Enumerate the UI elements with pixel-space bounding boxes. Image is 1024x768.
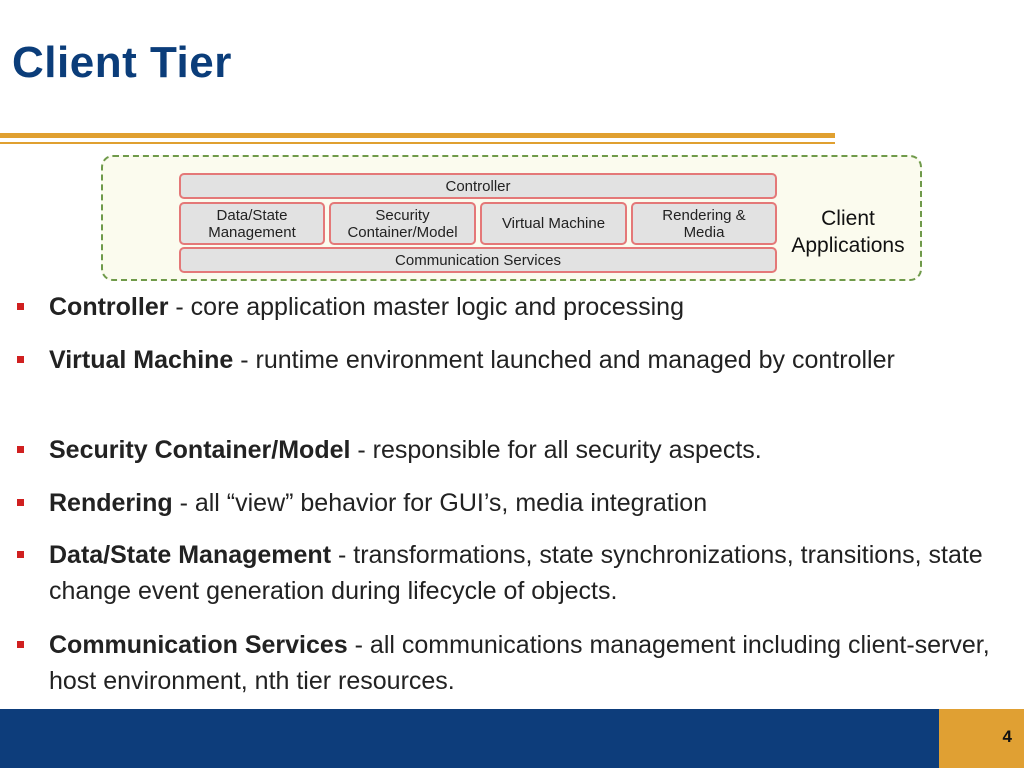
slide-title: Client Tier bbox=[12, 38, 232, 87]
bullet-desc: - runtime environment launched and manag… bbox=[233, 346, 895, 374]
rendering-box: Rendering &Media bbox=[631, 202, 777, 245]
footer-bar bbox=[0, 709, 939, 768]
bullet-desc: - all “view” behavior for GUI’s, media i… bbox=[172, 489, 708, 517]
controller-box-label: Controller bbox=[445, 177, 511, 195]
title-rule-thick bbox=[0, 133, 835, 138]
controller-box: Controller bbox=[179, 173, 777, 199]
virtual-machine-box: Virtual Machine bbox=[480, 202, 627, 245]
bullet-marker bbox=[17, 356, 24, 363]
bullet-desc: - responsible for all security aspects. bbox=[350, 436, 762, 464]
bullet-marker bbox=[17, 641, 24, 648]
bullet-term: Data/State Management bbox=[49, 541, 332, 569]
bullet-controller: Controller - core application master log… bbox=[17, 289, 999, 325]
bullet-data-state: Data/State Management - transformations,… bbox=[17, 537, 999, 609]
title-rule-thin bbox=[0, 142, 835, 144]
bullet-marker bbox=[17, 499, 24, 506]
bullet-marker bbox=[17, 446, 24, 453]
page-number: 4 bbox=[1002, 727, 1012, 746]
bullet-communication: Communication Services - all communicati… bbox=[17, 627, 999, 699]
bullet-marker bbox=[17, 303, 24, 310]
bullet-virtual-machine: Virtual Machine - runtime environment la… bbox=[17, 342, 999, 378]
bullet-term: Rendering bbox=[49, 489, 173, 517]
bullet-security: Security Container/Model - responsible f… bbox=[17, 432, 999, 468]
bullet-desc: - all communications management includin… bbox=[49, 631, 990, 695]
footer-accent: 4 bbox=[939, 709, 1024, 768]
communication-box: Communication Services bbox=[179, 247, 777, 273]
bullet-term: Controller bbox=[49, 293, 169, 321]
bullet-desc: - transformations, state synchronization… bbox=[49, 541, 983, 605]
bullet-term: Security Container/Model bbox=[49, 436, 351, 464]
bullet-term: Communication Services bbox=[49, 631, 348, 659]
rendering-box-label: Rendering &Media bbox=[662, 206, 746, 241]
bullet-desc: - core application master logic and proc… bbox=[168, 293, 684, 321]
communication-box-label: Communication Services bbox=[395, 251, 561, 269]
bullet-term: Virtual Machine bbox=[49, 346, 234, 374]
bullet-marker bbox=[17, 551, 24, 558]
bullet-rendering: Rendering - all “view” behavior for GUI’… bbox=[17, 485, 999, 521]
virtual-machine-box-label: Virtual Machine bbox=[501, 215, 606, 232]
